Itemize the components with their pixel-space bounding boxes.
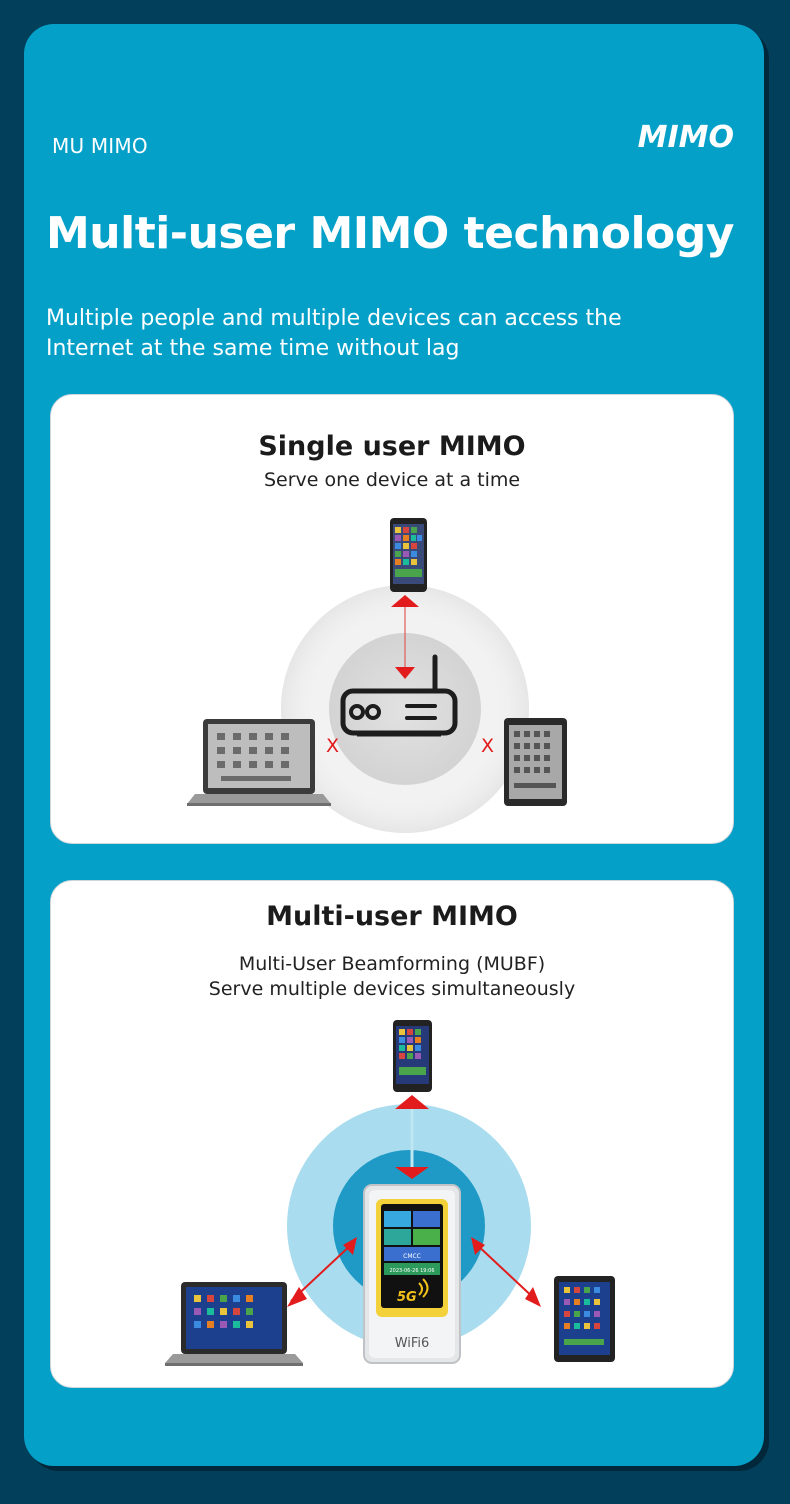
page-title: Multi-user MIMO technology <box>46 208 734 259</box>
wifi-signal-icon <box>418 1278 429 1298</box>
single-user-diagram: X X <box>187 518 567 833</box>
arrow-up-icon <box>395 1095 429 1109</box>
multi-user-caption-line-2: Serve multiple devices simultaneously <box>208 978 576 1000</box>
tablet-icon <box>504 718 567 806</box>
signal-ring-inner <box>329 633 481 785</box>
multi-user-card: Multi-user MIMO Multi-User Beamforming (… <box>50 880 734 1388</box>
router-icon <box>340 654 458 737</box>
subtitle-line-2: Internet at the same time without lag <box>46 336 460 361</box>
blocked-mark-right: X <box>481 735 494 757</box>
page-subtitle: Multiple people and multiple devices can… <box>46 304 666 364</box>
multi-user-caption: Multi-User Beamforming (MUBF) Serve mult… <box>51 952 733 1002</box>
multi-user-title: Multi-user MIMO <box>266 901 518 932</box>
arrow-down-icon <box>395 667 415 679</box>
section-eyebrow: MU MIMO <box>52 134 148 158</box>
tablet-icon <box>554 1276 615 1362</box>
multi-user-diagram: CMCC 2023-06-26 19:06 5G WiFi6 <box>165 1020 615 1366</box>
arrow-down-icon <box>395 1167 429 1179</box>
phone-icon <box>393 1020 432 1092</box>
laptop-icon <box>165 1282 303 1366</box>
arrow-right-icon <box>525 1287 541 1307</box>
screen-network: CMCC <box>403 1253 421 1260</box>
device-label: WiFi6 <box>395 1336 430 1351</box>
blocked-mark-left: X <box>326 735 339 757</box>
subtitle-line-1: Multiple people and multiple devices can… <box>46 306 622 331</box>
arrow-up-icon <box>391 595 419 607</box>
single-user-card: Single user MIMO Serve one device at a t… <box>50 394 734 844</box>
screen-date: 2023-06-26 19:06 <box>389 1268 434 1274</box>
multi-user-caption-line-1: Multi-User Beamforming (MUBF) <box>238 953 546 975</box>
laptop-icon <box>187 719 331 806</box>
badge-5g: 5G <box>397 1290 417 1305</box>
single-user-caption: Serve one device at a time <box>263 469 521 491</box>
phone-icon <box>390 518 427 592</box>
single-user-title: Single user MIMO <box>258 431 526 462</box>
brand-logo: MIMO <box>637 120 734 155</box>
arrow-left-icon <box>287 1287 307 1307</box>
wifi-router-device: CMCC 2023-06-26 19:06 5G WiFi6 <box>363 1184 461 1364</box>
